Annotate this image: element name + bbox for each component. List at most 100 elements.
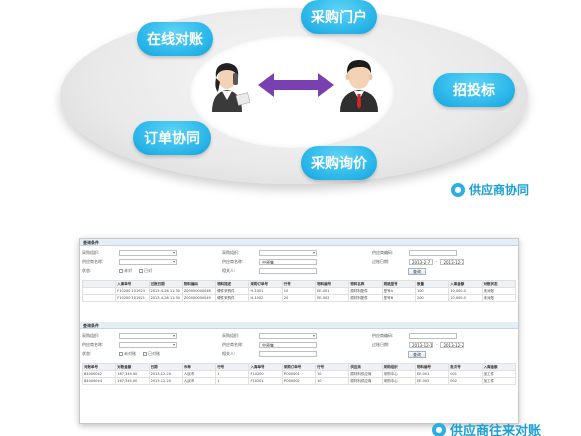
p2-column-header[interactable]: 物料编号 xyxy=(414,363,450,371)
p2-supplier-code-input[interactable] xyxy=(409,332,457,339)
p2-table-cell: 加工件 xyxy=(481,370,517,378)
p2-table-cell: 167,345.00 xyxy=(115,377,150,385)
p2-related-input[interactable] xyxy=(259,350,317,357)
p1-table-cell: F10200 101921 xyxy=(115,294,150,302)
p1-table-cell: 硬件采购件 xyxy=(215,294,250,302)
p1-table-cell: 型号B xyxy=(381,294,416,302)
bubble-procurement-portal: 采购门户 xyxy=(301,0,377,34)
p2-column-header[interactable]: 供应商 xyxy=(348,363,383,371)
p2-purchase-group-select[interactable] xyxy=(259,332,317,339)
screenshot-caption: ● 供应商往来对账 xyxy=(431,420,541,436)
p2-table-cell: 人民币 xyxy=(181,377,217,385)
buyer-person-icon xyxy=(212,63,250,112)
p2-column-header[interactable]: 行号 xyxy=(215,363,250,371)
p2-table-cell: PO00002 xyxy=(281,377,317,385)
p2-purchase-org-select[interactable] xyxy=(119,332,177,339)
p2-status-option-reconciled[interactable]: 已对账 xyxy=(143,351,160,357)
p2-table-cell: B4000044 xyxy=(81,377,117,385)
p1-table-cell: Z00000000049 xyxy=(181,294,217,302)
supplier-code-input[interactable] xyxy=(409,249,457,256)
p2-table-cell: B4000042 xyxy=(81,370,117,378)
p1-table-cell xyxy=(81,287,117,295)
p1-table-cell: 2013-4-26 11:30 xyxy=(148,294,183,302)
p2-date-from-input[interactable]: 2013-12-17 xyxy=(409,341,433,348)
purchase-group-label: 采购组织: xyxy=(222,249,240,255)
p1-column-header[interactable]: 物料描述 xyxy=(215,280,250,288)
p1-table-cell: 10,000.0 xyxy=(448,287,483,295)
diagram-caption: ● 供应商协同 xyxy=(450,181,529,198)
p2-column-header[interactable]: 币种 xyxy=(181,363,217,371)
bubble-order-collaboration: 订单协同 xyxy=(133,121,211,155)
p2-table-cell: 167,345.00 xyxy=(115,370,150,378)
p2-supplier-code-label: 供应商编码: xyxy=(372,332,394,338)
caption-badge-icon: ● xyxy=(450,182,465,197)
purchase-group-select[interactable] xyxy=(259,249,317,256)
p2-column-header[interactable]: 批次号 xyxy=(448,363,483,371)
p1-table-cell: 10 xyxy=(281,287,317,295)
p1-column-header[interactable]: 行号 xyxy=(281,280,317,288)
p1-table-cell: 硬件采购件 xyxy=(215,287,250,295)
status-option-reconciled[interactable]: 已对 xyxy=(139,268,152,274)
screenshot-caption-text: 供应商往来对账 xyxy=(449,424,541,436)
status-option-unreconciled[interactable]: 未对 xyxy=(119,268,132,274)
panel2-query-button[interactable]: 查询 xyxy=(408,351,426,358)
p1-table-cell: H-1002 xyxy=(248,294,283,302)
purchase-org-label: 采购组织: xyxy=(82,249,100,255)
p2-column-header[interactable]: 采购订单号 xyxy=(281,363,317,371)
p2-table-cell: 原材料供应商 xyxy=(348,370,383,378)
p1-table-cell xyxy=(81,294,117,302)
supplier-collaboration-diagram: 在线对账 采购门户 招投标 订单协同 采购询价 ● 供应商协同 xyxy=(0,0,581,205)
voucher-date-label: 过账日期: xyxy=(372,258,390,264)
bubble-procurement-inquiry: 采购询价 xyxy=(301,146,377,180)
p1-column-header[interactable]: 物料编码 xyxy=(181,280,217,288)
p2-column-header[interactable]: 对账单号 xyxy=(81,363,117,371)
p2-date-to-input[interactable]: 2013-12-24 xyxy=(440,341,465,348)
reconciliation-screenshot: 查询条件 采购组织: 采购组织: 供应商编码: 供应商名称: 供应商名称: 中原… xyxy=(79,238,519,424)
p2-table-cell: 原材料供应商 xyxy=(348,377,383,385)
p1-column-header[interactable]: 物料编号 xyxy=(315,280,350,288)
p1-table-cell: 未对账 xyxy=(481,287,517,295)
p2-table-cell: 002 xyxy=(448,377,483,385)
p2-column-header[interactable]: 入库单号 xyxy=(248,363,283,371)
p2-date-separator: - xyxy=(436,342,438,347)
panel2-results-table: 对账单号对账金额日期币种行号入库单号采购订单号行号供应商采购组织物料编号批次号入… xyxy=(81,363,517,385)
p2-status-label: 状态: xyxy=(82,350,92,356)
date-from-input[interactable]: 2013-2-7 xyxy=(409,258,433,265)
purchase-org-select[interactable] xyxy=(119,249,177,256)
p2-column-header[interactable]: 入库金额 xyxy=(481,363,517,371)
p1-column-header[interactable]: 规格型号 xyxy=(381,280,416,288)
p1-column-header[interactable]: 数量 xyxy=(414,280,450,288)
p2-column-header[interactable]: 对账金额 xyxy=(115,363,150,371)
p1-column-header[interactable] xyxy=(81,280,117,288)
supplier-name-input[interactable]: 中原集 xyxy=(259,258,317,265)
p2-status-option-unreconciled[interactable]: 未对账 xyxy=(119,351,136,357)
p1-table-cell: EE-001 xyxy=(315,287,350,295)
p1-column-header[interactable]: 入库单号 xyxy=(115,280,150,288)
p2-table-cell: 10 xyxy=(315,377,350,385)
p2-supplier-name-input[interactable]: 中原集 xyxy=(259,341,317,348)
panel1-query-button[interactable]: 查询 xyxy=(408,268,426,275)
p1-column-header[interactable]: 过账日期 xyxy=(148,280,183,288)
date-to-input[interactable]: 2013-12-31 xyxy=(440,258,465,265)
p1-column-header[interactable]: 采购订单号 xyxy=(248,280,283,288)
p2-supplier-name2-label: 供应商名称: xyxy=(222,341,244,347)
p1-column-header[interactable]: 物料名称 xyxy=(348,280,383,288)
p2-table-cell: 2013-12-20 xyxy=(148,377,183,385)
p2-column-header[interactable]: 采购组织 xyxy=(381,363,416,371)
p2-column-header[interactable]: 行号 xyxy=(315,363,350,371)
p1-table-cell: 未对账 xyxy=(481,294,517,302)
supplier-name-select[interactable] xyxy=(119,258,177,265)
p1-column-header[interactable]: 入库金额 xyxy=(448,280,483,288)
p1-table-cell: 200 xyxy=(414,294,450,302)
p2-column-header[interactable]: 日期 xyxy=(148,363,183,371)
related-input[interactable] xyxy=(259,267,317,274)
supplier-name-label: 供应商名称: xyxy=(82,258,104,264)
p1-column-header[interactable]: 对账状态 xyxy=(481,280,517,288)
p1-table-cell: F10200 101923 xyxy=(115,287,150,295)
p2-supplier-name-select[interactable] xyxy=(119,341,177,348)
status-label: 状态: xyxy=(82,267,92,273)
